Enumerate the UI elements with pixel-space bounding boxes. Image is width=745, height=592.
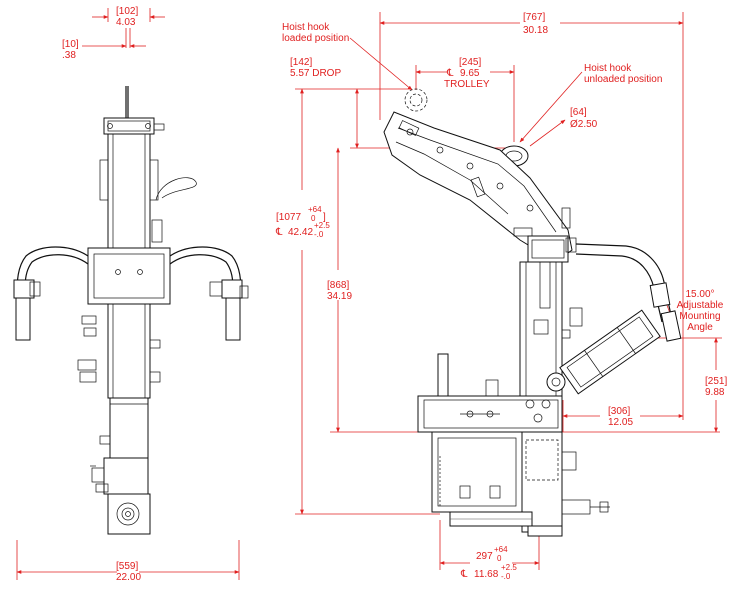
hook-unloaded-line1: Hoist hook <box>584 63 632 74</box>
pipe-mm: [64] <box>570 107 587 118</box>
height-total-tol-zero: 0 <box>311 214 316 223</box>
angle-line3: Angle <box>687 322 713 333</box>
drop-label: 5.57 DROP <box>290 68 341 79</box>
height-total-close: ] <box>323 212 326 223</box>
hook-loaded-line1: Hoist hook <box>282 22 330 33</box>
height-total-in-tol-minus: -.0 <box>314 230 324 239</box>
bottom-mm: 297 <box>476 551 493 562</box>
bottom-tol-zero: 0 <box>497 554 502 563</box>
dim-trolley: [245] ℄ 9.65 TROLLEY <box>415 57 515 142</box>
bottom-tol-plus: +64 <box>494 545 508 554</box>
height-total-mm: [1077 <box>276 212 301 223</box>
dim-width-in: 22.00 <box>116 572 141 583</box>
dim-offset: [306] 12.05 <box>562 400 684 432</box>
trolley-centerline: ℄ <box>446 68 454 79</box>
bottom-in-tol-plus: +2.5 <box>501 563 517 572</box>
hook-unloaded-line2: unloaded position <box>584 74 662 85</box>
pipe-in: Ø2.50 <box>570 119 598 130</box>
trolley-mm: [245] <box>459 57 481 68</box>
dim-height-total: [1077 +64 0 ] ℄ 42.42 +2.5 -.0 <box>275 88 440 515</box>
side-view: [767] 30.18 Hoist hook loaded position H… <box>275 12 727 581</box>
bottom-in-tol-minus: -.0 <box>501 572 511 581</box>
dim-small-mm: [10] <box>62 39 79 50</box>
front-view: [102] 4.03 [10] .38 <box>13 6 249 583</box>
angle-line1: Adjustable <box>677 300 724 311</box>
dim-width-mm: [559] <box>116 561 138 572</box>
dim-small-in: .38 <box>62 50 76 61</box>
dim-overall-depth: [767] 30.18 <box>379 12 684 420</box>
height-mid-mm: [868] <box>327 280 349 291</box>
overall-width-mm: [767] <box>523 12 545 23</box>
height-total-centerline: ℄ <box>275 227 283 238</box>
dim-top-in: 4.03 <box>116 17 136 28</box>
angle-value: 15.00° <box>685 289 714 300</box>
dim-height-small: [251] 9.88 <box>640 337 727 433</box>
height-small-in: 9.88 <box>705 387 725 398</box>
drop-mm: [142] <box>290 57 312 68</box>
height-small-mm: [251] <box>705 376 727 387</box>
dim-top-mm: [102] <box>116 6 138 17</box>
bottom-in: 11.68 <box>474 569 499 580</box>
angle-line2: Mounting <box>679 311 720 322</box>
height-total-in: 42.42 <box>288 227 313 238</box>
dim-bottom-offset: 297 +64 0 ℄ 11.68 +2.5 -.0 <box>439 520 540 581</box>
dim-small-width: [10] .38 <box>62 28 146 61</box>
height-mid-in: 34.19 <box>327 291 352 302</box>
height-total-tol-plus: +64 <box>308 205 322 214</box>
trolley-in: 9.65 <box>460 68 480 79</box>
hook-loaded-line2: loaded position <box>282 33 349 44</box>
overall-width-in: 30.18 <box>523 25 548 36</box>
offset-in: 12.05 <box>608 417 633 428</box>
dim-pipe-diameter: [64] Ø2.50 <box>529 107 598 147</box>
dim-top-width: [102] 4.03 <box>92 6 165 28</box>
height-total-in-tol-plus: +2.5 <box>314 221 330 230</box>
offset-mm: [306] <box>608 406 630 417</box>
bottom-centerline: ℄ <box>460 569 468 580</box>
trolley-label: TROLLEY <box>444 79 490 90</box>
dim-overall-width: [559] 22.00 <box>16 540 240 583</box>
